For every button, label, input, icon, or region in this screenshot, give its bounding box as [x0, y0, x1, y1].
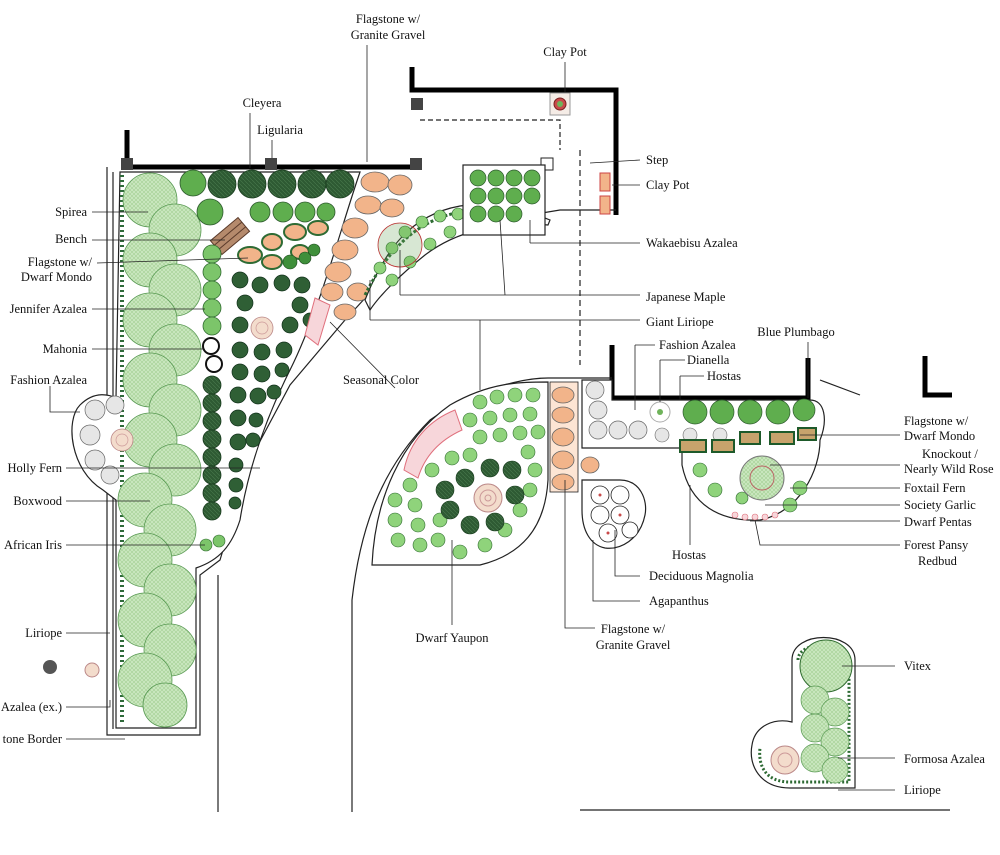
right-bed — [581, 379, 825, 521]
label-spirea: Spirea — [55, 205, 87, 219]
walls — [121, 67, 952, 401]
label-clay-pot-right: Clay Pot — [646, 178, 690, 192]
label-giant-liriope: Giant Liriope — [646, 315, 714, 329]
leader-lines — [49, 45, 900, 791]
label-bench: Bench — [55, 232, 88, 246]
legend-pink-dot — [84, 662, 100, 678]
label-forest-pansy-2: Redbud — [918, 554, 958, 568]
label-flagstone-dwarf-mondo-left-1: Flagstone w/ — [28, 255, 93, 269]
label-blue-plumbago: Blue Plumbago — [757, 325, 834, 339]
label-society-garlic: Society Garlic — [904, 498, 976, 512]
japanese-maple-bed — [363, 203, 551, 312]
label-vitex: Vitex — [904, 659, 932, 673]
flagstone-path-lower — [549, 381, 600, 493]
label-dwarf-pentas: Dwarf Pentas — [904, 515, 972, 529]
left-bed — [71, 169, 361, 729]
label-formosa-azalea: Formosa Azalea — [904, 752, 985, 766]
label-hostas-bottom: Hostas — [672, 548, 706, 562]
label-liriope-left: Liriope — [25, 626, 62, 640]
label-wakaebisu-azalea: Wakaebisu Azalea — [646, 236, 738, 250]
label-azalea-ex: Azalea (ex.) — [1, 700, 62, 714]
label-flagstone-granite-top-1: Flagstone w/ — [356, 12, 421, 26]
label-flagstone-granite-bottom-2: Granite Gravel — [596, 638, 671, 652]
label-flagstone-dwarf-mondo-right-2: Dwarf Mondo — [904, 429, 975, 443]
label-fashion-azalea-mid: Fashion Azalea — [659, 338, 736, 352]
label-seasonal-color: Seasonal Color — [343, 373, 420, 387]
label-fashion-azalea-left: Fashion Azalea — [10, 373, 87, 387]
label-hostas-top: Hostas — [707, 369, 741, 383]
wakaebisu-azalea-bed — [462, 164, 546, 236]
label-dianella: Dianella — [687, 353, 730, 367]
clay-pot-top-icon — [549, 92, 571, 116]
label-knockout-1: Knockout / — [922, 447, 978, 461]
label-ligularia: Ligularia — [257, 123, 303, 137]
label-dwarf-yaupon: Dwarf Yaupon — [416, 631, 490, 645]
label-flagstone-granite-top-2: Granite Gravel — [351, 28, 426, 42]
label-step: Step — [646, 153, 668, 167]
label-clay-pot-top: Clay Pot — [543, 45, 587, 59]
label-deciduous-magnolia: Deciduous Magnolia — [649, 569, 754, 583]
magnolia-bed — [581, 479, 647, 549]
label-agapanthus: Agapanthus — [649, 594, 709, 608]
label-flagstone-dwarf-mondo-left-2: Dwarf Mondo — [21, 270, 92, 284]
label-liriope-right: Liriope — [904, 783, 941, 797]
label-stone-border: tone Border — [3, 732, 63, 746]
label-jennifer-azalea: Jennifer Azalea — [10, 302, 88, 316]
label-flagstone-dwarf-mondo-right-1: Flagstone w/ — [904, 414, 969, 428]
label-cleyera: Cleyera — [243, 96, 282, 110]
label-foxtail-fern: Foxtail Fern — [904, 481, 966, 495]
label-mahonia: Mahonia — [43, 342, 88, 356]
label-boxwood: Boxwood — [13, 494, 62, 508]
labels: Flagstone w/ Granite Gravel Clay Pot Cle… — [1, 12, 994, 797]
label-african-iris: African Iris — [4, 538, 62, 552]
label-holly-fern: Holly Fern — [7, 461, 62, 475]
flagstone-path-upper — [320, 171, 413, 321]
label-forest-pansy-1: Forest Pansy — [904, 538, 969, 552]
label-japanese-maple: Japanese Maple — [646, 290, 726, 304]
label-flagstone-granite-bottom-1: Flagstone w/ — [601, 622, 666, 636]
legend-dark-dot — [43, 660, 57, 674]
dwarf-yaupon-bed — [371, 381, 549, 566]
label-knockout-2: Nearly Wild Rose — [904, 462, 994, 476]
vitex-bed — [750, 636, 856, 789]
clay-pot-right-icon — [599, 172, 611, 215]
